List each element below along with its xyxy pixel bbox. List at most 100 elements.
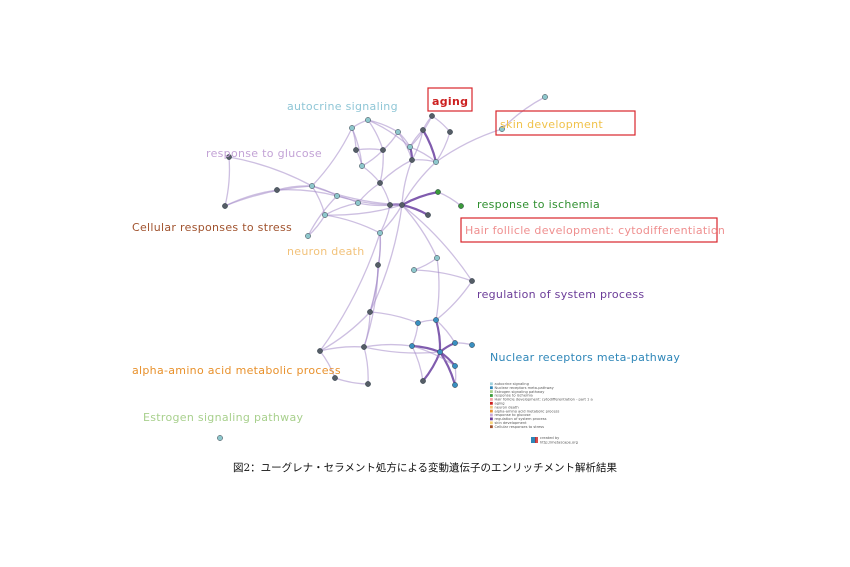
- network-node: [409, 343, 415, 349]
- network-node: [399, 202, 405, 208]
- network-node: [365, 381, 371, 387]
- network-node: [353, 147, 359, 153]
- network-edge: [401, 204, 438, 259]
- network-edge: [434, 319, 442, 353]
- network-node: [222, 203, 228, 209]
- network-edge: [319, 232, 381, 352]
- network-edge: [411, 159, 437, 163]
- network-edge: [411, 345, 456, 367]
- label-autocrine-signaling: autocrine signaling: [287, 100, 398, 113]
- legend-credit-line2: http://metascape.org: [540, 441, 578, 445]
- network-node: [437, 349, 443, 355]
- network-node: [377, 230, 383, 236]
- network-node: [420, 378, 426, 384]
- network-edge: [311, 127, 353, 187]
- network-edge: [413, 269, 473, 282]
- label-alpha-amino-acid-metabolic-process: alpha-amino acid metabolic process: [132, 364, 341, 377]
- network-edge: [324, 204, 403, 216]
- network-node: [375, 262, 381, 268]
- legend-swatch: [490, 386, 493, 390]
- network-edge: [319, 346, 365, 352]
- network-node: [380, 147, 386, 153]
- network-node: [361, 344, 367, 350]
- network-edge: [324, 202, 359, 216]
- network-node: [469, 278, 475, 284]
- network-node: [387, 202, 393, 208]
- network-edge: [361, 149, 384, 167]
- label-neuron-death: neuron death: [287, 245, 365, 258]
- legend-item-label: Hair follicle development: cytodifferent…: [495, 398, 593, 402]
- legend-item-label: skin development: [495, 421, 528, 425]
- legend-item-label: autocrine signaling: [495, 382, 529, 386]
- network-node: [349, 125, 355, 131]
- network-edge: [363, 343, 413, 348]
- legend-item-label: neuron death: [495, 405, 519, 409]
- network-node: [469, 342, 475, 348]
- label-nuclear-receptors-meta-pathway: Nuclear receptors meta-pathway: [490, 351, 680, 364]
- network-edge: [369, 311, 419, 324]
- label-skin-development: skin development: [500, 118, 603, 131]
- network-edge: [379, 159, 413, 184]
- network-node: [332, 375, 338, 381]
- label-aging: aging: [432, 95, 468, 108]
- label-hair-follicle-development: Hair follicle development: cytodifferent…: [465, 224, 725, 237]
- network-edges: [224, 96, 546, 386]
- network-edge: [363, 264, 379, 348]
- network-node: [542, 94, 548, 100]
- network-nodes: [217, 94, 548, 441]
- network-edge: [367, 119, 384, 151]
- network-node: [429, 113, 435, 119]
- network-node: [274, 187, 280, 193]
- network-edge: [411, 345, 424, 382]
- legend-swatch: [490, 425, 493, 429]
- legend-swatch: [490, 394, 493, 397]
- network-node: [377, 180, 383, 186]
- legend-swatch: [490, 421, 493, 425]
- network-edge: [401, 161, 437, 206]
- network-node: [452, 340, 458, 346]
- network-node: [447, 129, 453, 135]
- network-edge: [401, 204, 473, 282]
- network-node: [217, 435, 223, 441]
- legend-item-label: alpha-amino acid metabolic process: [495, 409, 560, 413]
- network-node: [409, 157, 415, 163]
- network-node: [433, 317, 439, 323]
- network-edge: [435, 280, 473, 321]
- legend-item-label: regulation of system process: [495, 417, 547, 421]
- network-edge: [411, 129, 424, 161]
- network-node: [407, 144, 413, 150]
- network-node: [367, 309, 373, 315]
- network-node: [395, 129, 401, 135]
- network-edge: [431, 115, 451, 133]
- network-node: [355, 200, 361, 206]
- network-node: [433, 159, 439, 165]
- legend-swatch: [490, 401, 493, 405]
- network-edge: [324, 214, 381, 234]
- network-node: [452, 382, 458, 388]
- network-edge: [379, 204, 403, 234]
- network-node: [435, 189, 441, 195]
- network-node: [411, 267, 417, 273]
- network-node: [305, 233, 311, 239]
- legend-swatch: [490, 390, 493, 393]
- label-response-to-glucose: response to glucose: [206, 147, 322, 160]
- network-edge: [435, 257, 440, 321]
- network-node: [226, 154, 232, 160]
- hair-highlight-box: [460, 217, 718, 243]
- legend-swatch: [490, 417, 493, 421]
- legend-item-label: response to ischemia: [495, 394, 533, 398]
- legend-item-label: aging: [495, 402, 505, 406]
- legend-item-label: response to glucose: [495, 413, 532, 417]
- network-edge: [361, 165, 381, 184]
- network-edge: [379, 149, 384, 184]
- aging-highlight-box: [427, 87, 473, 112]
- network-node: [420, 127, 426, 133]
- legend-item-label: Cellular responses to stress: [495, 425, 545, 429]
- legend-credit-line1: created by: [540, 436, 560, 440]
- network-node: [499, 126, 505, 132]
- network-edge: [382, 131, 399, 151]
- network-edge: [411, 322, 419, 347]
- network-node: [415, 320, 421, 326]
- network-node: [458, 203, 464, 209]
- network-edge: [228, 156, 313, 187]
